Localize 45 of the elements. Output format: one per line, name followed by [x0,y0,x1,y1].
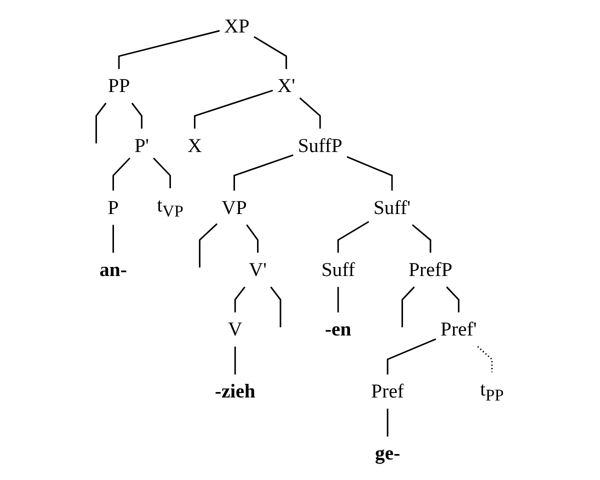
connector [270,286,282,328]
node-text: PP [108,74,130,97]
node-text: XP [224,15,250,38]
connector [477,346,493,372]
connector [153,158,171,188]
node-text: P [108,196,119,218]
node-text: ge- [375,442,400,464]
connector [112,224,114,253]
connector [412,224,432,253]
node-text: X' [277,74,296,97]
node-text: an- [100,258,127,281]
connector [446,286,460,312]
node-text: Pref' [440,318,477,340]
connector [246,224,259,253]
node-text: PrefP [408,258,452,281]
node-text: t$_{PP}$ [480,378,504,405]
node-text: Suff' [373,196,411,218]
connector [346,156,393,191]
node-text: Pref [371,380,404,402]
node-text: Suff [321,258,355,281]
node-text: VP [222,196,247,218]
connector [131,102,142,129]
connector [386,408,388,437]
connector [95,102,107,144]
connector [299,97,321,129]
connector [233,154,294,191]
connector [234,346,236,374]
connector [234,286,246,312]
node-text: V [228,318,242,340]
connector [337,286,339,312]
connector [112,158,130,191]
node-text: SuffP [298,134,342,156]
node-text: X [188,134,202,156]
connector [118,30,220,69]
node-text: V' [248,258,267,281]
connector [337,221,370,253]
connector [254,36,288,69]
connector [194,90,273,129]
node-text: -zieh [214,380,256,402]
connector [198,223,218,268]
connector [402,286,415,328]
connector [386,338,436,374]
node-text: P' [134,134,149,156]
node-text: t$_{VP}$ [156,194,184,222]
node-text: -en [324,318,352,340]
